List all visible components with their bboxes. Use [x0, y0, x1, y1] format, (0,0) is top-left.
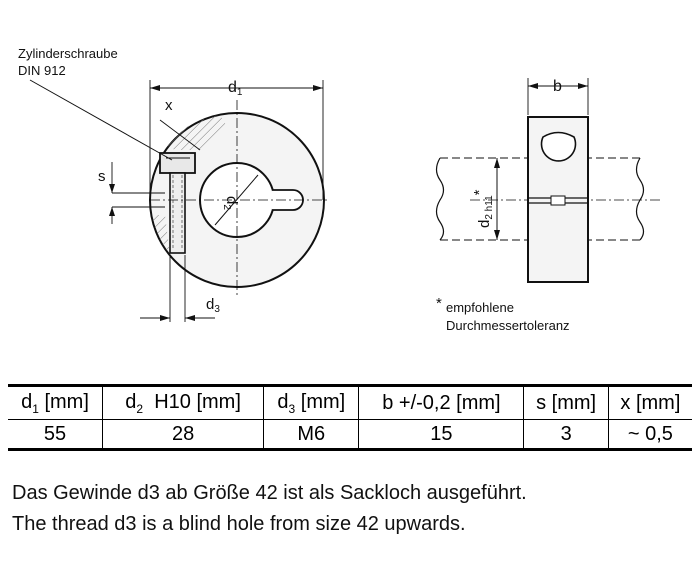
dim-d1-label: d1: [228, 79, 243, 98]
section-hatch: [166, 115, 228, 150]
col-s: s [mm]: [523, 385, 609, 420]
cell-d3: M6: [263, 419, 360, 450]
screw-label-line1: Zylinderschraube: [18, 46, 118, 61]
dim-x-label: x: [165, 97, 173, 114]
footnote-line1: empfohlene: [446, 300, 514, 315]
dim-b-label: b: [553, 78, 562, 95]
dim-d3-label: d3: [206, 296, 220, 315]
cell-d2: 28: [101, 419, 265, 450]
note-german: Das Gewinde d3 ab Größe 42 ist als Sackl…: [12, 482, 527, 504]
cell-b: 15: [358, 419, 525, 450]
col-b: b +/-0,2 [mm]: [358, 385, 525, 420]
technical-drawing: d2 d1 x s d3: [18, 46, 660, 333]
screw-pocket: [540, 131, 577, 162]
footnote: * empfohlene Durchmessertoleranz: [436, 295, 570, 333]
dim-d1: d1: [149, 79, 324, 200]
cell-s: 3: [523, 419, 609, 450]
screw-label-line2: DIN 912: [18, 63, 66, 78]
dim-d3: d3: [140, 255, 220, 322]
table-row: 55 28 M6 15 3 ~ 0,5: [8, 419, 692, 450]
col-x: x [mm]: [607, 385, 692, 420]
side-view: b d2 h11*: [435, 78, 660, 283]
screw-shank: [169, 172, 186, 254]
screw-callout: Zylinderschraube DIN 912: [18, 46, 173, 161]
cell-x: ~ 0,5: [607, 419, 692, 450]
section-hatch-lower: [152, 215, 170, 255]
spec-table: d1 [mm] d2 H10 [mm] d3 [mm] b +/-0,2 [mm…: [8, 384, 692, 451]
table-header-row: d1 [mm] d2 H10 [mm] d3 [mm] b +/-0,2 [mm…: [8, 385, 692, 420]
dim-s-label: s: [98, 168, 106, 185]
col-d2: d2 H10 [mm]: [101, 385, 265, 420]
col-d3: d3 [mm]: [263, 385, 360, 420]
footnote-line2: Durchmessertoleranz: [446, 318, 570, 333]
front-view: d2: [149, 100, 330, 295]
dim-x: x: [159, 97, 201, 151]
notes: Das Gewinde d3 ab Größe 42 ist als Sackl…: [12, 478, 527, 540]
note-english: The thread d3 is a blind hole from size …: [12, 513, 466, 535]
dim-d2-label: d2: [221, 196, 240, 210]
dim-d2-h11-label: d2 h11*: [471, 189, 495, 228]
footnote-star: *: [436, 295, 442, 312]
dim-s: s: [98, 162, 165, 224]
col-d1: d1 [mm]: [8, 385, 103, 420]
cell-d1: 55: [8, 419, 103, 450]
